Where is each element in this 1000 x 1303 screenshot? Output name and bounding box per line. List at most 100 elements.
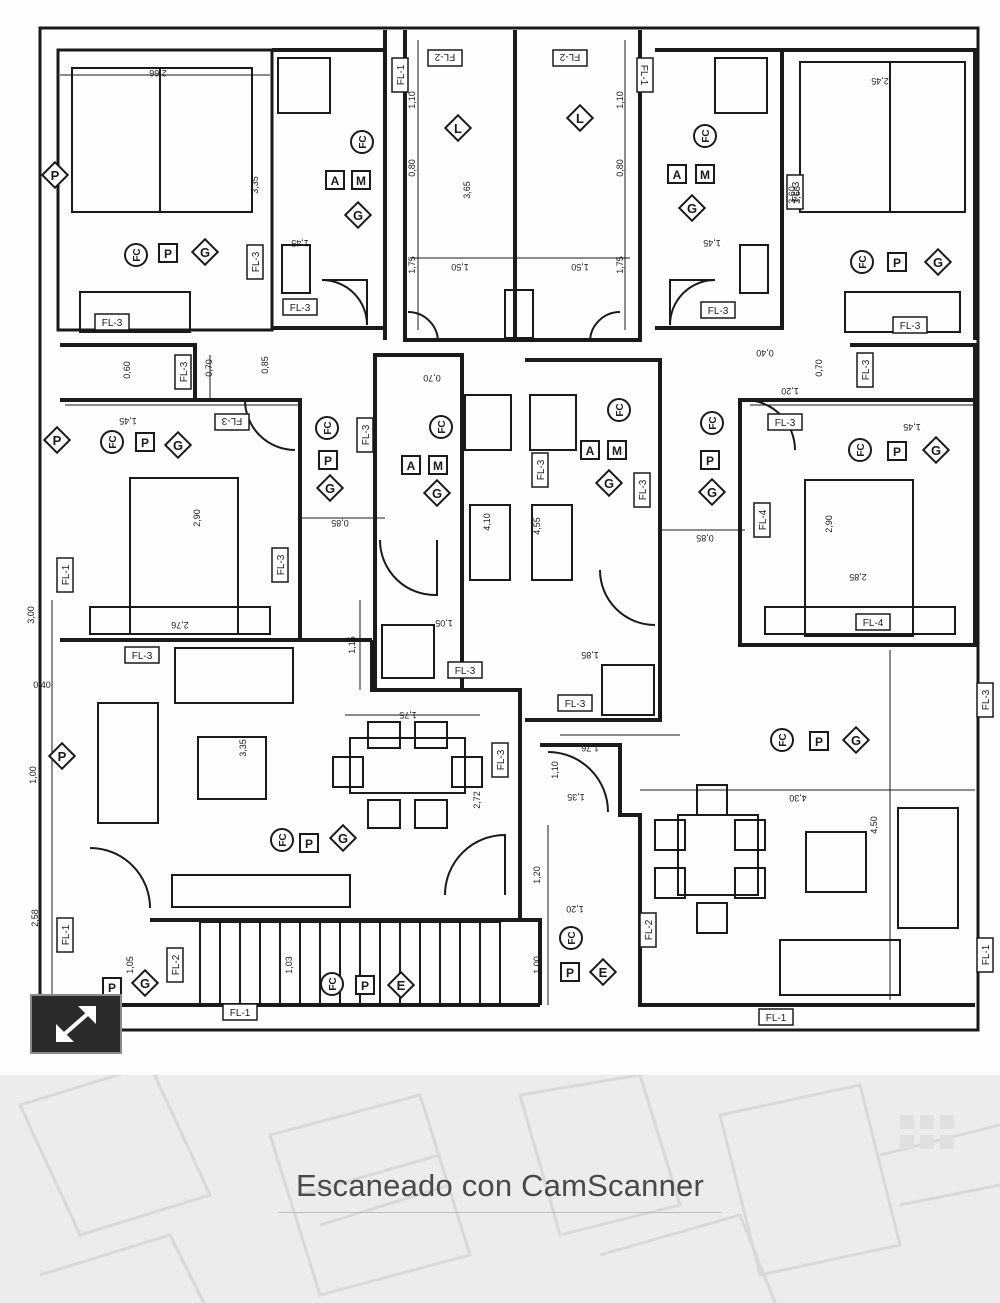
- wall-label-text: FL-4: [758, 509, 769, 530]
- diamond-room-symbol: G: [697, 477, 727, 507]
- svg-text:P: P: [361, 979, 369, 993]
- wall-label-text: FL-3: [775, 418, 796, 429]
- svg-text:G: G: [604, 476, 614, 491]
- dimension-value: 1,76: [581, 743, 599, 753]
- svg-text:FC: FC: [328, 977, 339, 990]
- svg-text:G: G: [687, 201, 697, 216]
- dimension-value: 0,70: [204, 359, 214, 377]
- square-room-symbol: M: [607, 440, 627, 460]
- svg-text:FC: FC: [701, 129, 712, 142]
- wall-label-tag: FL-3: [767, 413, 803, 431]
- circle-room-symbol: FC: [850, 250, 874, 274]
- wall-label-text: FL-3: [455, 666, 476, 677]
- svg-text:M: M: [700, 168, 710, 182]
- diamond-room-symbol: G: [594, 468, 624, 498]
- diamond-room-symbol: L: [443, 113, 473, 143]
- dimension-value: 1,45: [903, 422, 921, 432]
- wall-label-tag: FL-1: [976, 937, 994, 973]
- dimension-value: 3,00: [26, 606, 36, 624]
- wall-label-tag: FL-4: [855, 613, 891, 631]
- dimension-value: 1,45: [703, 238, 721, 248]
- square-room-symbol: P: [158, 243, 178, 263]
- wall-label-text: FL-3: [251, 251, 262, 272]
- diamond-room-symbol: E: [588, 957, 618, 987]
- square-room-symbol: P: [887, 252, 907, 272]
- svg-text:G: G: [353, 208, 363, 223]
- wall-label-tag: FL-2: [427, 49, 463, 67]
- dimension-value: 1,20: [532, 866, 542, 884]
- svg-text:G: G: [851, 733, 861, 748]
- wall-label-tag: FL-3: [557, 694, 593, 712]
- svg-text:P: P: [893, 256, 901, 270]
- wall-label-tag: FL-2: [639, 912, 657, 948]
- wall-label-tag: FL-1: [758, 1008, 794, 1026]
- dimension-value: 1,20: [566, 904, 584, 914]
- wall-label-text: FL-3: [708, 306, 729, 317]
- svg-text:G: G: [140, 976, 150, 991]
- svg-text:G: G: [707, 485, 717, 500]
- wall-label-text: FL-3: [861, 359, 872, 380]
- dimension-value: 1,03: [284, 956, 294, 974]
- svg-text:G: G: [325, 481, 335, 496]
- dimension-value: 1,00: [532, 956, 542, 974]
- wall-label-text: FL-1: [61, 924, 72, 945]
- circle-room-symbol: FC: [320, 972, 344, 996]
- svg-text:L: L: [576, 111, 584, 126]
- wall-label-tag: FL-3: [94, 313, 130, 331]
- wall-label-tag: FL-3: [174, 354, 192, 390]
- svg-text:A: A: [673, 168, 682, 182]
- circle-room-symbol: FC: [848, 438, 872, 462]
- wall-label-text: FL-1: [981, 944, 992, 965]
- svg-text:G: G: [200, 245, 210, 260]
- dimension-value: 2,66: [149, 68, 167, 78]
- dimension-value: 0,85: [260, 356, 270, 374]
- circle-room-symbol: FC: [607, 398, 631, 422]
- dimension-value: 0,60: [122, 361, 132, 379]
- square-room-symbol: P: [135, 432, 155, 452]
- svg-text:FC: FC: [778, 733, 789, 746]
- diamond-room-symbol: G: [190, 237, 220, 267]
- circle-room-symbol: FC: [350, 130, 374, 154]
- wall-label-tag: FL-3: [700, 301, 736, 319]
- wall-label-tag: FL-2: [166, 947, 184, 983]
- svg-text:G: G: [931, 443, 941, 458]
- diamond-room-symbol: G: [328, 823, 358, 853]
- svg-text:P: P: [893, 445, 901, 459]
- wall-label-text: FL-4: [863, 618, 884, 629]
- dimension-value: 2,72: [472, 791, 482, 809]
- dimension-value: 3,35: [250, 176, 260, 194]
- wall-label-text: FL-2: [171, 954, 182, 975]
- wall-label-text: FL-1: [638, 65, 649, 86]
- dimension-value: 1,20: [781, 386, 799, 396]
- circle-room-symbol: FC: [270, 828, 294, 852]
- wall-label-text: FL-1: [61, 564, 72, 585]
- diamond-room-symbol: G: [677, 193, 707, 223]
- wall-label-tag: FL-1: [222, 1003, 258, 1021]
- svg-text:G: G: [432, 486, 442, 501]
- svg-text:A: A: [331, 174, 340, 188]
- svg-text:FC: FC: [108, 435, 119, 448]
- svg-text:L: L: [454, 121, 462, 136]
- square-room-symbol: A: [325, 170, 345, 190]
- dimension-value: 4,30: [789, 793, 807, 803]
- square-room-symbol: P: [887, 441, 907, 461]
- circle-room-symbol: FC: [124, 243, 148, 267]
- square-room-symbol: M: [695, 164, 715, 184]
- wall-label-tag: FL-3: [447, 661, 483, 679]
- wall-label-text: FL-3: [132, 651, 153, 662]
- wall-label-text: FL-3: [276, 554, 287, 575]
- expand-view-button[interactable]: [30, 994, 122, 1054]
- svg-text:P: P: [58, 749, 67, 764]
- svg-text:M: M: [612, 444, 622, 458]
- svg-text:A: A: [407, 459, 416, 473]
- diamond-room-symbol: E: [386, 970, 416, 1000]
- svg-text:FC: FC: [615, 403, 626, 416]
- wall-label-tag: FL-3: [531, 452, 549, 488]
- dimension-value: 4,10: [482, 513, 492, 531]
- diamond-room-symbol: P: [40, 160, 70, 190]
- circle-room-symbol: FC: [770, 728, 794, 752]
- svg-text:FC: FC: [323, 421, 334, 434]
- wall-label-text: FL-3: [102, 318, 123, 329]
